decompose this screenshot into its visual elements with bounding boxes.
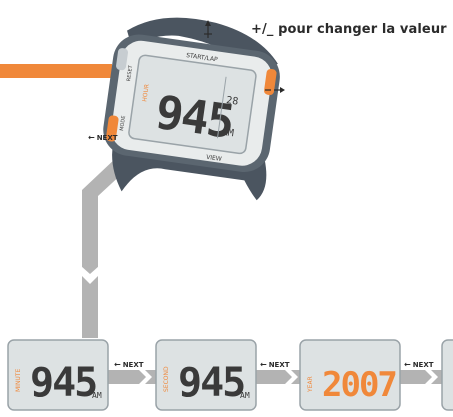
up-down-arrow-icon	[204, 20, 212, 38]
flow-chevron-down	[72, 258, 108, 284]
step-digits: 945	[30, 360, 96, 406]
watch-button-top-right	[264, 68, 277, 96]
orange-band	[0, 64, 112, 78]
step-side-label: SECOND	[163, 366, 170, 392]
step-suffix: AM	[92, 391, 102, 400]
watch: START/LAP VIEW RESET MODE HOUR 945 28 AM	[103, 17, 280, 201]
watch-reset-label: RESET	[126, 64, 134, 82]
left-arrow-icon: ←	[114, 360, 121, 369]
watch-button-bottom-left	[106, 115, 119, 142]
step-digits: 2007	[322, 365, 396, 405]
step-lcd	[7, 339, 109, 411]
next-label-step-3: ←NEXT	[404, 360, 434, 369]
flow-path	[82, 140, 155, 338]
next-label-step-1: ←NEXT	[114, 360, 144, 369]
step-side-label: MINUTE	[15, 369, 22, 392]
watch-lcd-divider	[216, 76, 227, 139]
next-label-watch: ←NEXT	[88, 133, 118, 142]
left-arrow-icon: ←	[404, 360, 411, 369]
watch-side-hour: HOUR	[141, 84, 150, 103]
watch-lcd	[128, 54, 257, 155]
step-lcd	[155, 339, 257, 411]
watch-button-top-left	[116, 48, 128, 71]
watch-time-digits: 945	[152, 85, 236, 149]
connector-1	[108, 370, 160, 384]
connector-2	[254, 370, 306, 384]
watch-start-lap-label: START/LAP	[186, 52, 219, 63]
watch-seconds: 28	[226, 95, 239, 108]
step-screen-4	[441, 339, 453, 411]
chevron-3	[422, 367, 438, 387]
step-side-label: YEAR	[307, 376, 314, 393]
left-arrow-icon: ←	[260, 360, 267, 369]
step-lcd	[441, 339, 453, 411]
instruction-caption: +/_ pour changer la valeur	[251, 22, 447, 37]
step-digits: 945	[178, 360, 244, 406]
connector-3	[394, 370, 446, 384]
step-suffix: AM	[240, 391, 250, 400]
step-screen-3: YEAR 2007	[299, 339, 401, 411]
step-lcd	[299, 339, 401, 411]
minus-right-arrow-icon	[265, 87, 285, 93]
watch-view-label: VIEW	[206, 154, 222, 163]
watch-mode-label: MODE	[119, 115, 127, 131]
chevron-1	[136, 367, 152, 387]
chevron-2	[282, 367, 298, 387]
left-arrow-icon: ←	[88, 133, 95, 142]
next-label-step-2: ←NEXT	[260, 360, 290, 369]
watch-ampm: AM	[221, 127, 234, 140]
